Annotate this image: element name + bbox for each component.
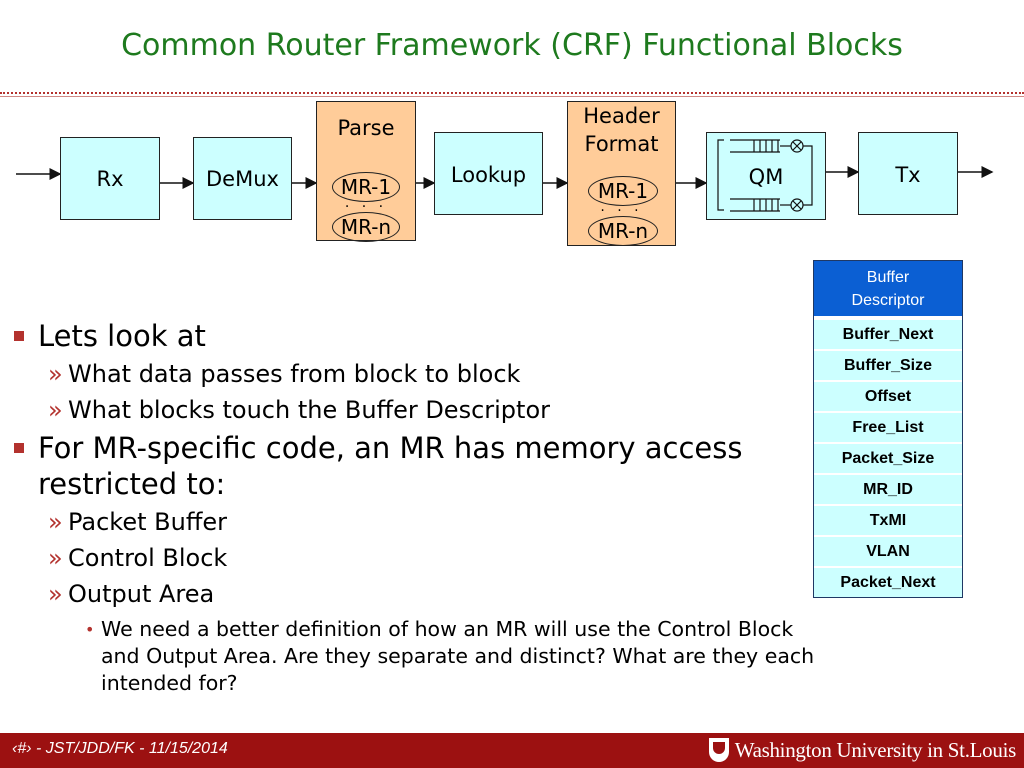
tx-label: Tx: [895, 163, 921, 187]
parse-mr-n-label: MR-n: [340, 215, 392, 239]
rx-block: Rx: [60, 137, 160, 220]
parse-mr-1: MR-1: [332, 172, 400, 202]
header-format-mr-1-label: MR-1: [597, 179, 649, 203]
sub-bullet-text: What data passes from block to block: [68, 360, 521, 388]
sub-bullet: » What blocks touch the Buffer Descripto…: [12, 392, 802, 428]
university-logo: Washington University in St.Louis: [708, 736, 1017, 764]
lookup-label: Lookup: [450, 163, 527, 187]
qm-label: QM: [748, 165, 784, 189]
header-format-label-line1: Header: [583, 104, 660, 128]
sub-bullet: » Output Area: [12, 576, 802, 612]
demux-label: DeMux: [206, 166, 279, 191]
raquo-bullet-icon: »: [48, 580, 63, 608]
dot-bullet-icon: •: [85, 620, 95, 639]
sub-bullet-text: Output Area: [68, 580, 215, 608]
field-vlan: VLAN: [814, 535, 962, 566]
bullet-list: Lets look at » What data passes from blo…: [12, 318, 814, 697]
rx-label: Rx: [96, 166, 124, 191]
header-line: Descriptor: [851, 292, 925, 309]
bullet-mr-specific: For MR-specific code, an MR has memory a…: [12, 430, 802, 502]
sub-bullet: » Packet Buffer: [12, 504, 802, 540]
title-divider-underline: [0, 96, 1024, 97]
parse-block: Parse MR-1 . . . MR-n: [316, 101, 416, 242]
sub-bullet-text: What blocks touch the Buffer Descriptor: [68, 396, 551, 424]
sub-bullet-text: Control Block: [68, 544, 228, 572]
note-bullet-text: We need a better definition of how an MR…: [101, 617, 815, 695]
tx-block: Tx: [858, 132, 958, 215]
bullet-text: Lets look at: [38, 319, 206, 353]
header-format-mr-1: MR-1: [588, 176, 658, 206]
square-bullet-icon: [14, 443, 24, 453]
lookup-block: Lookup: [434, 132, 543, 215]
buffer-descriptor-table: Buffer Descriptor Buffer_Next Buffer_Siz…: [813, 260, 963, 598]
header-format-mr-ellipsis: . . .: [600, 199, 643, 215]
bullet-lets-look-at: Lets look at: [12, 318, 802, 354]
parse-mr-n: MR-n: [332, 212, 400, 242]
field-free-list: Free_List: [814, 411, 962, 442]
header-format-block: Header Format MR-1 . . . MR-n: [567, 101, 676, 246]
field-offset: Offset: [814, 380, 962, 411]
header-format-label-line2: Format: [584, 132, 659, 156]
raquo-bullet-icon: »: [48, 508, 63, 536]
university-name: Washington University in St.Louis: [734, 737, 1017, 762]
sub-bullet-text: Packet Buffer: [68, 508, 227, 536]
header-line: Buffer: [866, 269, 910, 286]
field-buffer-next: Buffer_Next: [814, 318, 962, 349]
footer-text: ‹#› - JST/JDD/FK - 11/15/2014: [12, 740, 228, 757]
sub-bullet: » Control Block: [12, 540, 802, 576]
sub-bullet: » What data passes from block to block: [12, 356, 802, 392]
demux-block: DeMux: [193, 137, 292, 220]
field-txmi: TxMI: [814, 504, 962, 535]
parse-mr-ellipsis: . . .: [344, 195, 388, 211]
header-format-mr-n: MR-n: [588, 216, 658, 246]
diagram-arrows: [16, 139, 994, 212]
university-crest-icon: [708, 738, 729, 762]
field-packet-size: Packet_Size: [814, 442, 962, 473]
raquo-bullet-icon: »: [48, 544, 63, 572]
raquo-bullet-icon: »: [48, 360, 63, 388]
parse-label: Parse: [337, 116, 395, 140]
bullet-text: For MR-specific code, an MR has memory a…: [38, 431, 743, 501]
buffer-descriptor-header: Buffer Descriptor: [814, 261, 962, 318]
raquo-bullet-icon: »: [48, 396, 63, 424]
footer-bar: ‹#› - JST/JDD/FK - 11/15/2014 Washington…: [0, 733, 1024, 768]
parse-mr-1-label: MR-1: [340, 175, 392, 199]
header-format-mr-n-label: MR-n: [597, 219, 649, 243]
title-divider: [0, 92, 1024, 94]
qm-block: QM: [706, 132, 826, 220]
field-mr-id: MR_ID: [814, 473, 962, 504]
note-bullet: • We need a better definition of how an …: [12, 616, 821, 697]
slide-title: Common Router Framework (CRF) Functional…: [121, 28, 903, 63]
field-buffer-size: Buffer_Size: [814, 349, 962, 380]
square-bullet-icon: [14, 331, 24, 341]
field-packet-next: Packet_Next: [814, 566, 962, 597]
